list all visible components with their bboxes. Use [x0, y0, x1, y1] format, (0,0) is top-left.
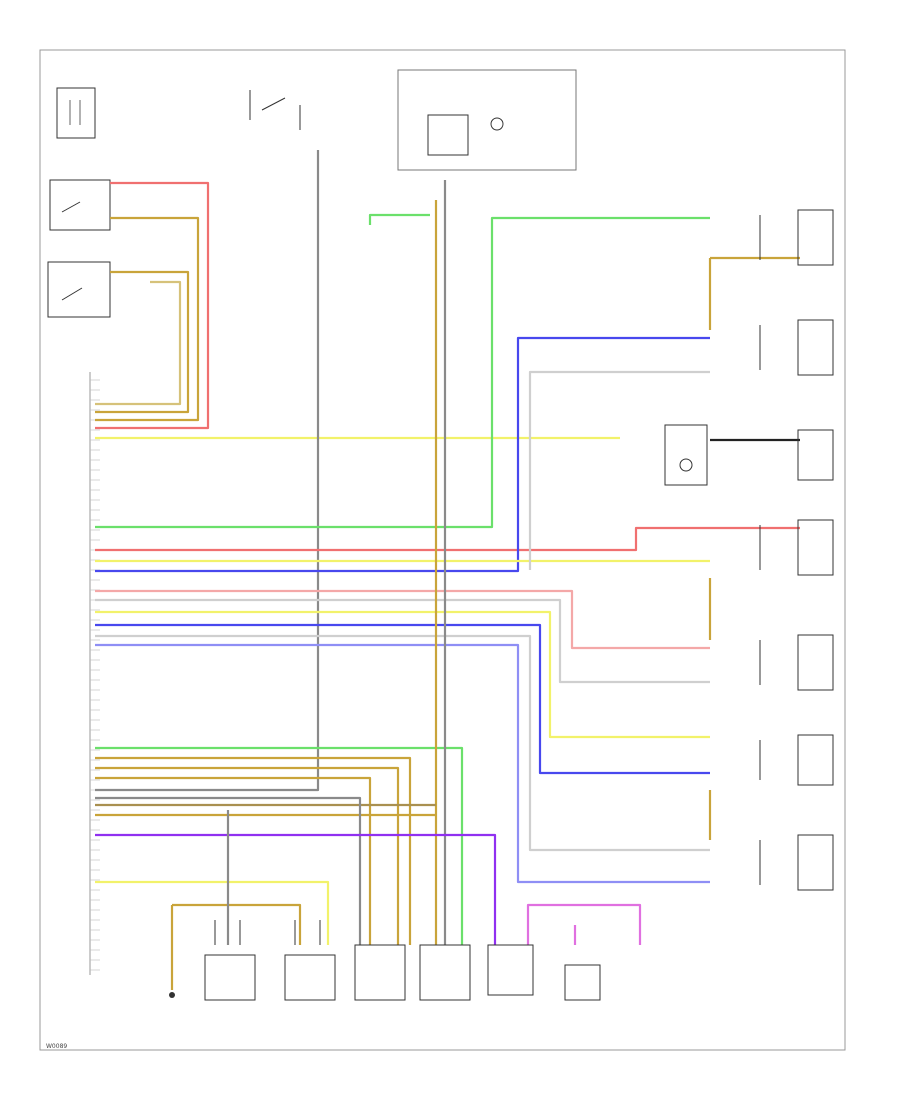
- wire-pink-1: [95, 589, 710, 650]
- bottom-sensor-3: [354, 944, 406, 1001]
- wire-olive-belt-1: [95, 216, 200, 422]
- right-components: [664, 209, 834, 891]
- bottom-components: [169, 920, 601, 1001]
- bottom-sensor-4: [419, 944, 471, 1001]
- instrument-cluster: [397, 69, 577, 171]
- wire-lightgray-2: [95, 634, 710, 852]
- wire-olive-b2: [95, 766, 400, 945]
- wire-olive-belt-2: [95, 270, 190, 414]
- wire-lightgray-3: [528, 370, 710, 570]
- left-front-airbag: [797, 634, 834, 691]
- wire-red-2: [95, 526, 800, 552]
- wire-lightgray-1: [95, 598, 710, 684]
- wire-olive-b1: [95, 756, 412, 945]
- passenger-rear-airbag: [797, 834, 834, 891]
- right-front-seat-belt-switch: [49, 179, 111, 231]
- wire-green-3: [95, 746, 464, 945]
- airbag-control-module: [89, 372, 100, 975]
- wire-yellow-3: [95, 610, 710, 739]
- diagram-border: [39, 49, 846, 1051]
- right-rear-sensor: [797, 734, 834, 786]
- wire-magenta: [526, 903, 642, 945]
- wire-blue-3: [95, 643, 710, 884]
- left-front-sensor: [797, 519, 834, 576]
- passenger-side-airbag-module: [797, 429, 834, 481]
- wire-olive-belt-3: [95, 280, 182, 406]
- wire-gray-b1: [95, 796, 362, 945]
- wire-olive-b3: [95, 776, 372, 945]
- wire-yellow-low: [95, 880, 330, 945]
- clock-spring: [664, 424, 708, 486]
- wire-blue-2: [95, 623, 710, 775]
- ground-point: [169, 992, 175, 998]
- bottom-sensor-1: [204, 954, 256, 1001]
- passenger-occupancy-sensor: [56, 87, 96, 139]
- bottom-sensor-2: [284, 954, 336, 1001]
- left-front-seat-belt-switch: [47, 261, 111, 318]
- bottom-sensor-5: [487, 944, 534, 996]
- right-front-sensor-1: [797, 209, 834, 266]
- bottom-sensor-6: [564, 964, 601, 1001]
- wire-blue-1: [95, 336, 710, 573]
- wire-olive-low: [172, 903, 302, 945]
- right-front-sensor-2: [797, 319, 834, 376]
- wire-red-belt: [95, 181, 210, 430]
- wire-green-1: [95, 216, 710, 529]
- wire-gray-ign: [95, 150, 320, 792]
- top-left-components: [47, 69, 577, 318]
- diagram-code: W0089: [46, 1043, 67, 1050]
- wires: [95, 150, 800, 990]
- ignition-switch: [249, 90, 301, 130]
- wire-green-2: [368, 213, 430, 225]
